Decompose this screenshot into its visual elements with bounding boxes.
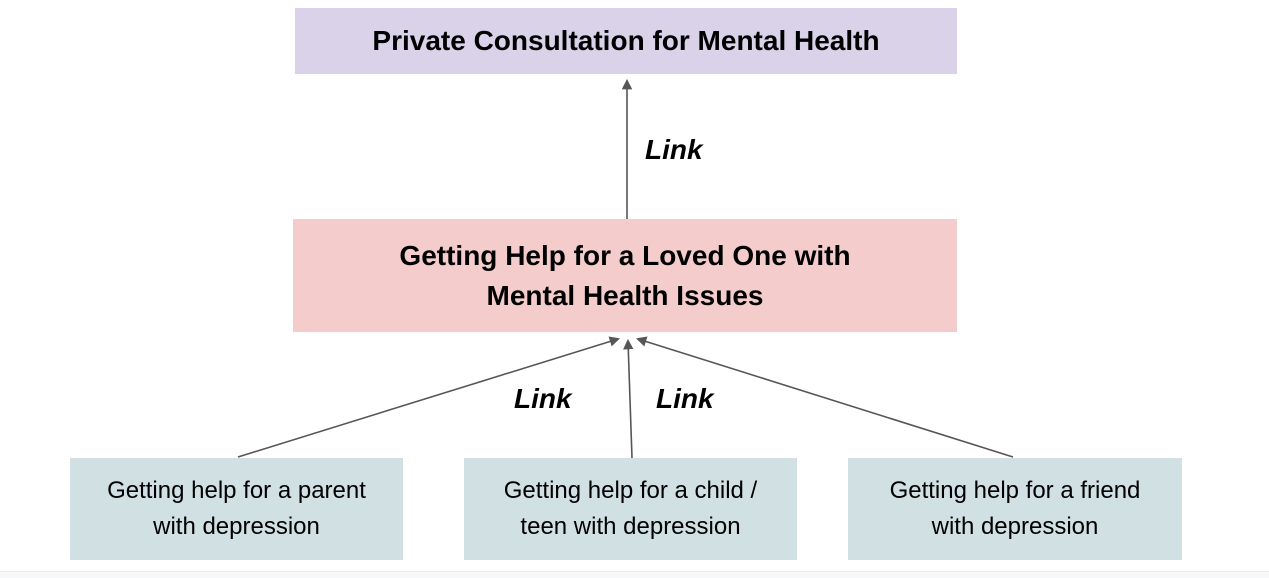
node-label-line-1: Getting help for a child / <box>503 477 758 504</box>
node-label-line-1: Getting help for a parent <box>107 477 366 504</box>
bottom-page-strip <box>0 571 1269 578</box>
node-help-friend-depression: Getting help for a friend with depressio… <box>848 458 1182 560</box>
node-label-line-2: Mental Health Issues <box>486 279 764 311</box>
node-help-child-teen-depression: Getting help for a child / teen with dep… <box>464 458 797 560</box>
edge-label-link-top: Link <box>645 134 703 165</box>
edge-child-to-hub <box>623 338 634 459</box>
node-label-line-1: Getting Help for a Loved One with <box>399 239 851 271</box>
node-label: Private Consultation for Mental Health <box>372 25 880 56</box>
edge-label-link-lower-right: Link <box>656 383 714 414</box>
node-help-parent-depression: Getting help for a parent with depressio… <box>70 458 403 560</box>
edge-label-link-lower-left: Link <box>514 383 572 414</box>
node-label-line-1: Getting help for a friend <box>889 477 1141 504</box>
node-label-line-2: teen with depression <box>520 513 741 540</box>
node-label-line-2: with depression <box>931 513 1099 540</box>
node-private-consultation: Private Consultation for Mental Health <box>295 8 957 74</box>
node-getting-help-loved-one: Getting Help for a Loved One with Mental… <box>293 219 957 332</box>
node-label-line-2: with depression <box>153 513 320 540</box>
